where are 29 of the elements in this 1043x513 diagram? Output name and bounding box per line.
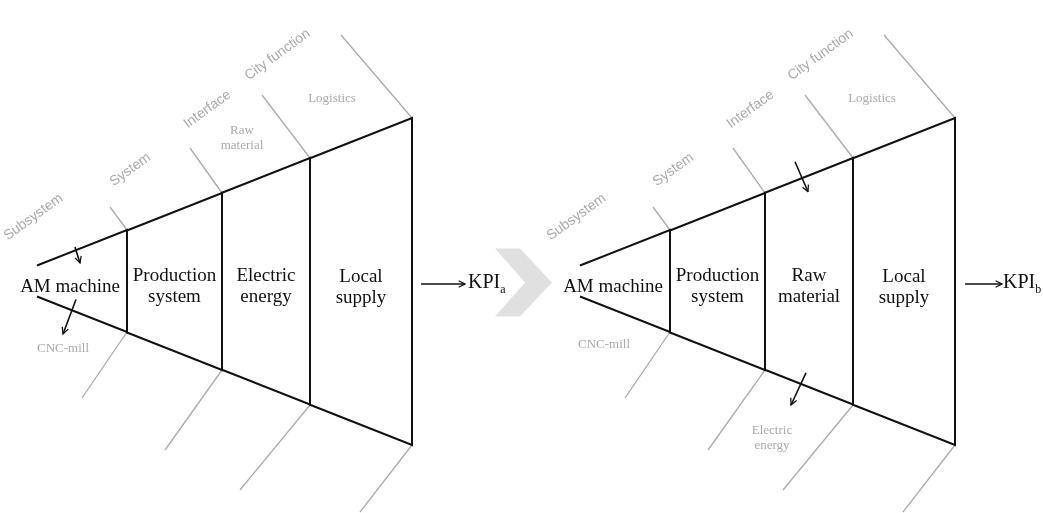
segment-label: AM machine	[562, 275, 664, 296]
arrow	[61, 298, 77, 335]
segment-label: Local supply	[877, 264, 931, 307]
segment-label: Raw material	[776, 264, 842, 307]
funnel-segment	[127, 193, 222, 370]
arrow	[790, 372, 807, 406]
component-label: Logistics	[847, 90, 897, 105]
component-label: Logistics	[307, 90, 357, 105]
segment-label: AM machine	[19, 275, 121, 296]
segment-label: Local supply	[334, 264, 388, 307]
arrow	[794, 161, 810, 193]
funnel-segment	[853, 118, 955, 445]
segment-label: Production system	[131, 264, 218, 307]
funnel-segment	[310, 118, 412, 445]
arrow	[420, 280, 466, 288]
component-label: CNC-mill	[28, 340, 98, 355]
kpi-label: KPI$_{b}$	[1003, 270, 1042, 297]
funnel-segment	[670, 193, 765, 370]
component-label: Raw material	[220, 122, 265, 152]
component-label: CNC-mill	[577, 336, 631, 351]
funnel-segment	[222, 158, 310, 405]
chevron-arrow	[495, 248, 552, 317]
arrow	[964, 280, 1003, 288]
arrow	[74, 246, 82, 264]
component-label: Electric energy	[740, 422, 804, 452]
segment-label: Production system	[674, 264, 761, 307]
segment-label: Electric energy	[235, 264, 297, 307]
kpi-label: KPI$_{a}$	[468, 270, 506, 297]
funnel-segment	[765, 158, 853, 405]
